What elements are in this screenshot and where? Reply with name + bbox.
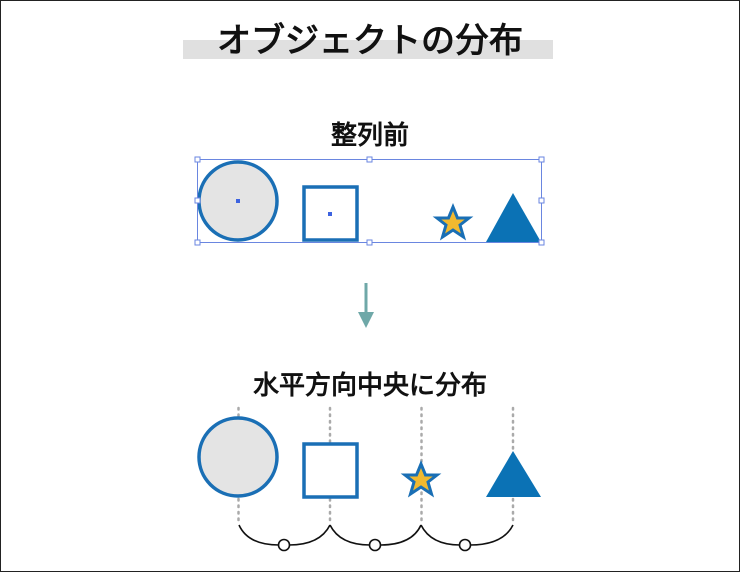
spacing-marker-icon: [458, 538, 472, 552]
equal-spacing-braces: [238, 524, 514, 552]
spacing-marker-icon: [277, 538, 291, 552]
square-shape[interactable]: [302, 442, 359, 499]
after-group: [197, 416, 541, 499]
star-shape[interactable]: [432, 203, 474, 241]
square-shape[interactable]: [302, 185, 359, 242]
down-arrow-icon: [358, 283, 374, 328]
triangle-shape[interactable]: [486, 193, 541, 242]
selection-bounding-box[interactable]: [194, 156, 545, 246]
after-label: 水平方向中央に分布: [253, 370, 487, 401]
before-label: 整列前: [331, 120, 409, 151]
page-title: オブジェクトの分布: [217, 21, 523, 61]
circle-shape[interactable]: [197, 416, 279, 498]
center-point-icon: [236, 199, 240, 203]
center-guides: [237, 406, 515, 524]
title-highlight: [183, 40, 553, 59]
star-shape[interactable]: [400, 460, 442, 498]
center-point-icon: [328, 212, 332, 216]
before-group: [194, 156, 545, 246]
spacing-marker-icon: [368, 538, 382, 552]
triangle-shape[interactable]: [486, 451, 541, 497]
